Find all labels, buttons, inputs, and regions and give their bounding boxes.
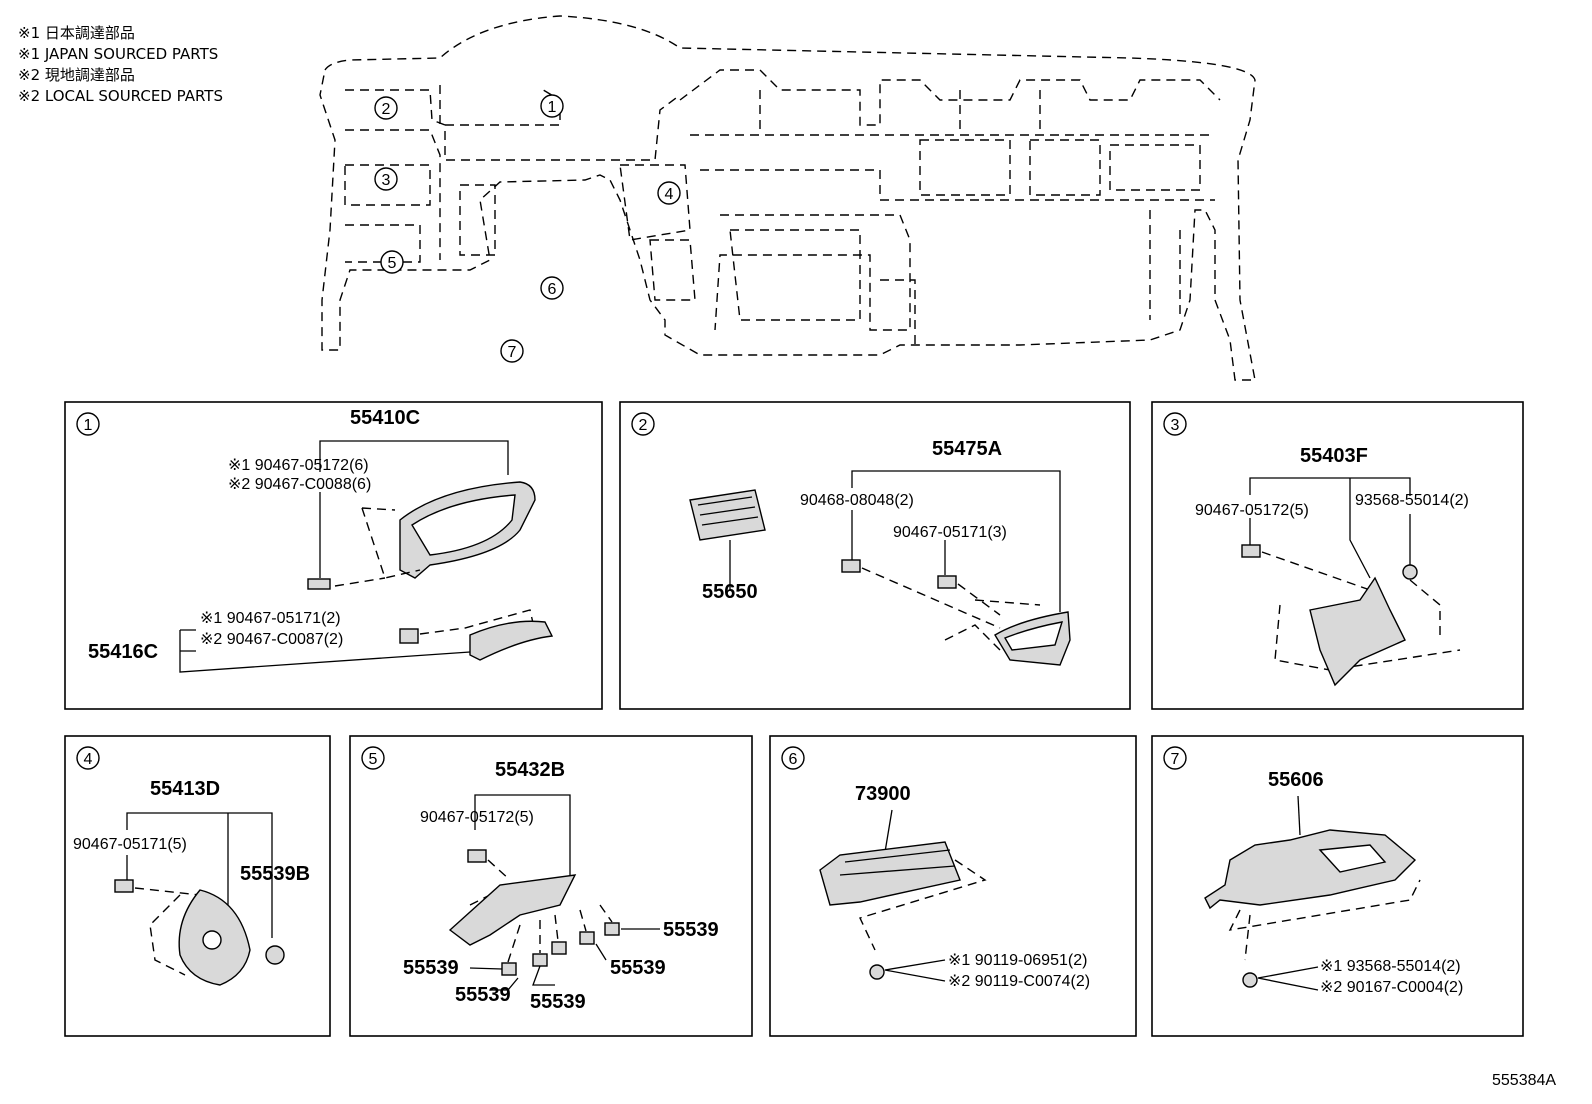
svg-text:4: 4 bbox=[84, 751, 93, 768]
svg-text:6: 6 bbox=[789, 751, 798, 768]
legend-line-1: ※1 日本調達部品 bbox=[18, 24, 135, 42]
clip-icon bbox=[307, 578, 331, 590]
switch-label-1: 55539 bbox=[663, 919, 719, 941]
legend-line-3: ※2 現地調達部品 bbox=[18, 66, 135, 84]
bolt-90119-C0074: ※2 90119-C0074(2) bbox=[948, 973, 1090, 990]
switch-icon-2 bbox=[532, 953, 548, 967]
legend: ※1 日本調達部品 ※1 JAPAN SOURCED PARTS ※2 現地調達… bbox=[18, 24, 223, 105]
legend-line-2: ※1 JAPAN SOURCED PARTS bbox=[18, 45, 218, 63]
part-55410C: 55410C bbox=[350, 407, 420, 429]
clip-90467-05172: 90467-05172(5) bbox=[420, 809, 534, 826]
clip-90467-05171: ※1 90467-05171(2) bbox=[200, 610, 341, 627]
switch-icon-1 bbox=[501, 962, 517, 976]
clip-icon-2 bbox=[399, 628, 419, 644]
part-55650: 55650 bbox=[702, 581, 758, 603]
svg-text:6: 6 bbox=[548, 281, 557, 298]
part-55416C: 55416C bbox=[88, 641, 158, 663]
bolt-icon bbox=[1402, 564, 1418, 580]
switch-label-3: 55539 bbox=[403, 957, 459, 979]
panel-1: 1 55410C ※1 90467-05172(6) ※2 90467-C008… bbox=[64, 401, 603, 710]
bolt-icon-2 bbox=[869, 964, 885, 980]
vent-icon bbox=[689, 489, 766, 541]
clip-90467-05171: 90467-05171(5) bbox=[73, 836, 187, 853]
clip-icon-4 bbox=[937, 575, 957, 589]
legend-line-4: ※2 LOCAL SOURCED PARTS bbox=[18, 87, 223, 105]
switch-label-5: 55539 bbox=[530, 991, 586, 1013]
clip-93568-55014: 93568-55014(2) bbox=[1355, 492, 1469, 509]
svg-text:4: 4 bbox=[665, 186, 674, 203]
panel-4: 4 55413D 90467-05171(5) 55539B bbox=[64, 735, 331, 1037]
overview-callout-3: 3 bbox=[374, 167, 398, 191]
bolt-93568-55014: ※1 93568-55014(2) bbox=[1320, 958, 1461, 975]
panel-7-index bbox=[1163, 746, 1187, 770]
svg-text:3: 3 bbox=[382, 172, 391, 189]
switch-label-2: 55539 bbox=[610, 957, 666, 979]
figure-id: 555384A bbox=[1492, 1072, 1556, 1089]
switch-icon-3 bbox=[551, 941, 567, 955]
overview-callout-2: 2 bbox=[374, 96, 398, 120]
clip-90467-05172: 90467-05172(5) bbox=[1195, 502, 1309, 519]
bolt-90119-06951: ※1 90119-06951(2) bbox=[948, 952, 1087, 969]
cap-icon bbox=[265, 945, 285, 965]
part-55432B: 55432B bbox=[495, 759, 565, 781]
switch-icon-5 bbox=[604, 922, 620, 936]
clip-90468-08048: 90468-08048(2) bbox=[800, 492, 914, 509]
part-55606: 55606 bbox=[1268, 769, 1324, 791]
switch-icon-4 bbox=[579, 931, 595, 945]
clip-icon-3 bbox=[841, 559, 861, 573]
under-cover-icon bbox=[1204, 829, 1417, 910]
panel-4-index bbox=[76, 746, 100, 770]
part-55475A: 55475A bbox=[932, 438, 1002, 460]
panel-2-index bbox=[631, 412, 655, 436]
overview-callout-7: 7 bbox=[500, 339, 524, 363]
panel-3-index bbox=[1163, 412, 1187, 436]
overview-callout-4: 4 bbox=[657, 181, 681, 205]
svg-text:7: 7 bbox=[1171, 751, 1180, 768]
bolt-icon-3 bbox=[1242, 972, 1258, 988]
part-55413D: 55413D bbox=[150, 778, 220, 800]
dashboard-overview: 1 2 3 4 5 6 7 bbox=[319, 15, 1256, 381]
clip-icon-5 bbox=[1241, 544, 1261, 558]
clip-90467-C0087: ※2 90467-C0087(2) bbox=[200, 631, 343, 648]
clip-90467-05172: ※1 90467-05172(6) bbox=[228, 457, 369, 474]
clip-90467-C0088: ※2 90467-C0088(6) bbox=[228, 476, 371, 493]
svg-text:1: 1 bbox=[548, 99, 557, 116]
switch-base-icon bbox=[448, 874, 577, 946]
panel-5-index bbox=[361, 746, 385, 770]
panel-5: 5 55432B 90467-05172(5) 55539 55539 5553… bbox=[349, 735, 753, 1037]
svg-text:2: 2 bbox=[382, 101, 391, 118]
switch-label-4: 55539 bbox=[455, 984, 511, 1006]
panel-7: 7 55606 ※1 93568-55014(2) ※2 90167-C0004… bbox=[1151, 735, 1524, 1037]
clip-icon-6 bbox=[114, 879, 134, 893]
bolt-90167-C0004: ※2 90167-C0004(2) bbox=[1320, 979, 1463, 996]
panel-3: 3 55403F 90467-05172(5) 93568-55014(2) bbox=[1151, 401, 1524, 710]
svg-text:1: 1 bbox=[84, 417, 93, 434]
part-73900: 73900 bbox=[855, 783, 911, 805]
panel-2: 2 55475A 90468-08048(2) 90467-05171(3) 5… bbox=[619, 401, 1131, 710]
overview-callout-1: 1 bbox=[540, 94, 564, 118]
panel-6-index bbox=[781, 746, 805, 770]
part-55403F: 55403F bbox=[1300, 445, 1368, 467]
display-unit-icon bbox=[819, 841, 961, 906]
svg-text:3: 3 bbox=[1171, 417, 1180, 434]
svg-text:2: 2 bbox=[639, 417, 648, 434]
svg-text:5: 5 bbox=[369, 751, 378, 768]
part-55539B: 55539B bbox=[240, 863, 310, 885]
clip-90467-05171: 90467-05171(3) bbox=[893, 524, 1007, 541]
panel-1-index bbox=[76, 412, 100, 436]
overview-callout-6: 6 bbox=[540, 276, 564, 300]
svg-text:7: 7 bbox=[508, 344, 517, 361]
panel-6: 6 73900 ※1 90119-06951(2) ※2 90119-C0074… bbox=[769, 735, 1137, 1037]
clip-icon-7 bbox=[467, 849, 487, 863]
overview-callout-5: 5 bbox=[380, 250, 404, 274]
svg-text:5: 5 bbox=[388, 255, 397, 272]
